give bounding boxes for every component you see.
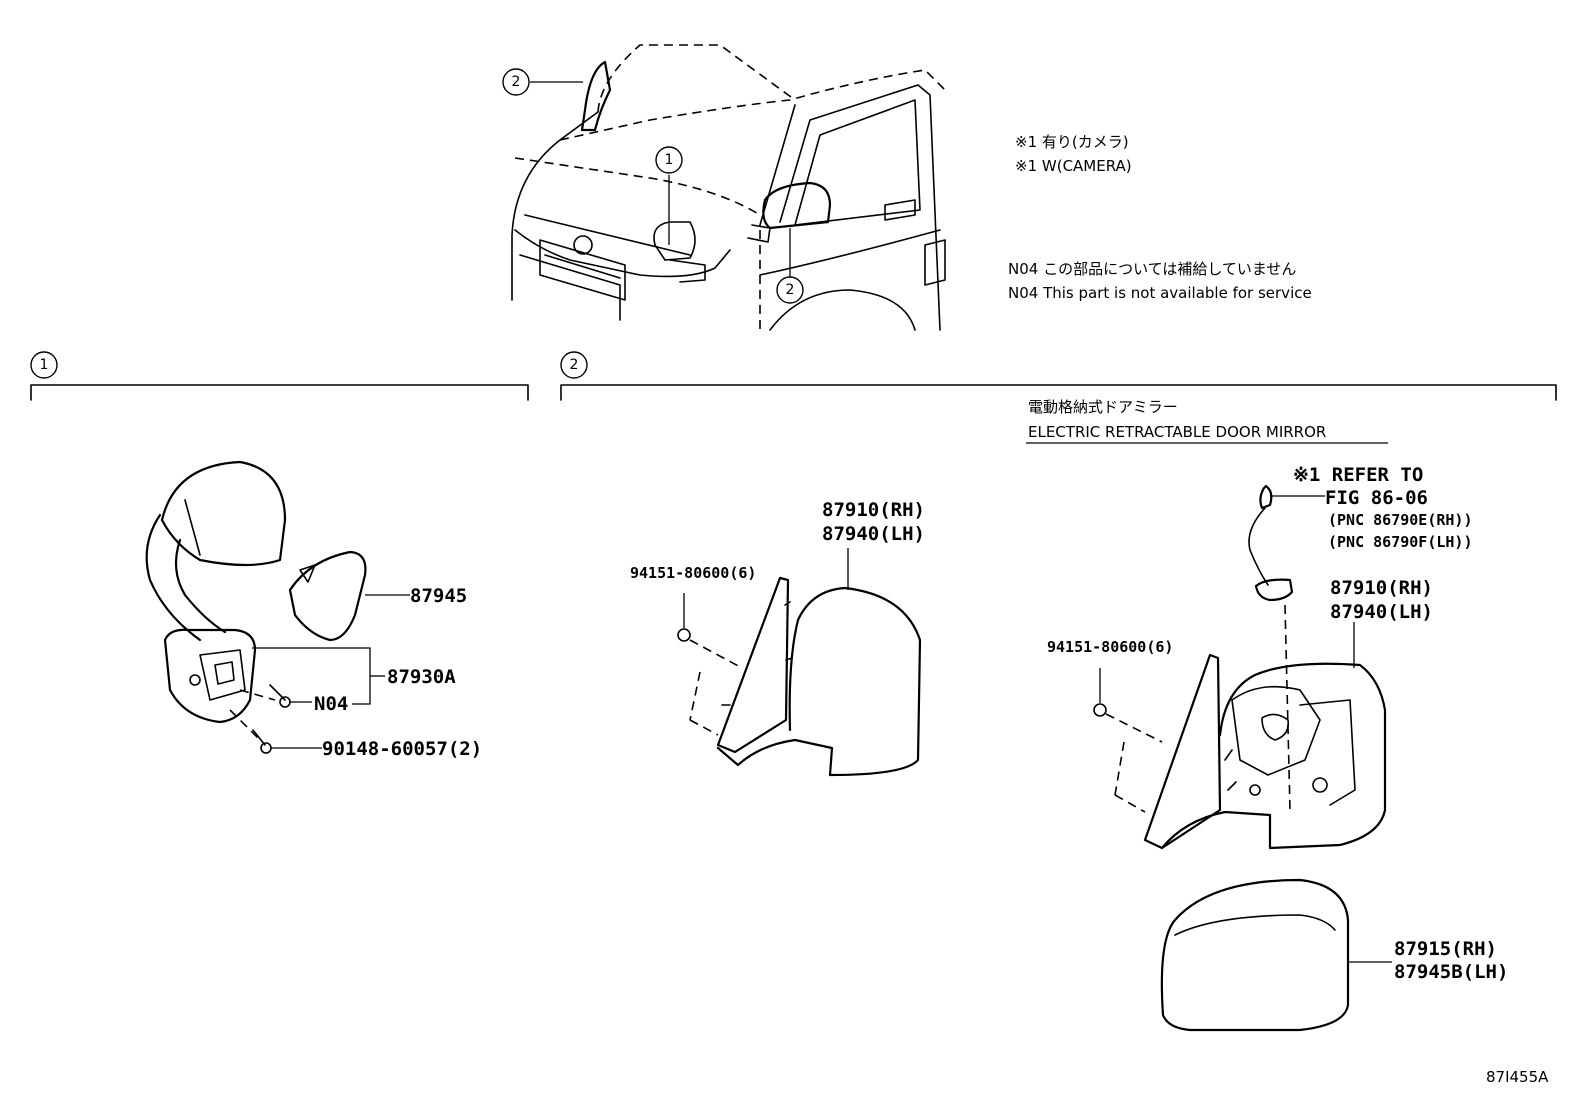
- note-fig-86-06: FIG 86-06: [1325, 487, 1428, 509]
- part-87910-rh-left: 87910(RH): [822, 499, 925, 521]
- part-87915-rh: 87915(RH): [1394, 938, 1497, 960]
- part-94151-80600-left: 94151-80600(6): [630, 564, 756, 582]
- note-pnc-lh: (PNC 86790F(LH)): [1328, 533, 1473, 551]
- section-1-header: 1: [30, 351, 529, 401]
- part-90148-60057: 90148-60057(2): [322, 738, 482, 760]
- door-mirror-drawing: [677, 548, 922, 777]
- part-n04: N04: [314, 693, 348, 715]
- note-pnc-rh: (PNC 86790E(RH)): [1328, 511, 1473, 529]
- note-camera-en: ※1 W(CAMERA): [1015, 157, 1132, 175]
- note-n04-en: N04 This part is not available for servi…: [1008, 284, 1312, 302]
- svg-text:1: 1: [665, 152, 674, 168]
- part-94151-80600-right: 94151-80600(6): [1047, 638, 1173, 656]
- part-87940-lh-right: 87940(LH): [1330, 601, 1433, 623]
- camera-door-mirror-drawing: [1093, 484, 1392, 1032]
- svg-text:2: 2: [570, 357, 579, 373]
- section-2-header: 2: [560, 351, 1557, 401]
- camera-mirror-drawing: [145, 460, 410, 754]
- svg-text:2: 2: [512, 74, 521, 90]
- part-87930a: 87930A: [387, 666, 456, 688]
- callout-2-top: 2: [502, 68, 530, 96]
- svg-text:2: 2: [786, 282, 795, 298]
- note-camera-jp: ※1 有り(カメラ): [1015, 133, 1129, 151]
- svg-text:1: 1: [40, 357, 49, 373]
- part-87910-rh-right: 87910(RH): [1330, 577, 1433, 599]
- note-n04-jp: N04 この部品については補給していません: [1008, 260, 1296, 278]
- part-87945: 87945: [410, 585, 467, 607]
- figure-id: 87I455A: [1486, 1068, 1549, 1086]
- callout-1-hood: 1: [655, 146, 683, 174]
- note-refer-to: ※1 REFER TO: [1293, 464, 1423, 486]
- callout-2-door: 2: [776, 276, 804, 304]
- part-87940-lh-left: 87940(LH): [822, 523, 925, 545]
- part-87945b-lh: 87945B(LH): [1394, 961, 1508, 983]
- vehicle-overview: [511, 44, 946, 331]
- section-2-title-jp: 電動格納式ドアミラー: [1028, 398, 1178, 416]
- section-2-title-en: ELECTRIC RETRACTABLE DOOR MIRROR: [1028, 423, 1326, 441]
